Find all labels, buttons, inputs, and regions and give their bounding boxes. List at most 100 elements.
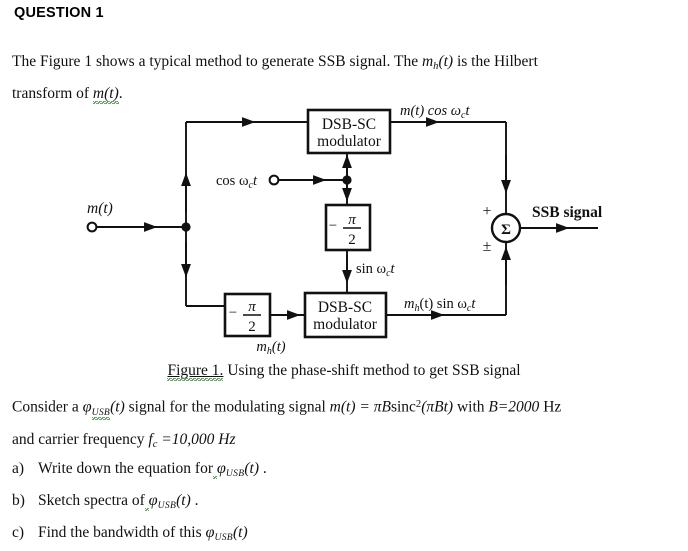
label-hilbert-output: mh(t)	[256, 339, 285, 357]
consider-equation-sinc: sinc	[390, 398, 416, 416]
label-hilbert-output-sub: h	[267, 346, 272, 357]
list-item-marker: b)	[12, 491, 25, 509]
intro-mh-argument: (t)	[438, 53, 454, 70]
dsb-sc-modulator-bottom-line1: DSB-SC	[318, 299, 372, 316]
label-bottom-product-rest: (t) sin ω	[419, 296, 466, 312]
list-item-phi: φ	[205, 522, 215, 541]
list-item-text: Write down the equation for	[38, 460, 213, 477]
intro-line1-part2: is the Hilbert	[453, 53, 538, 70]
ssb-block-diagram-svg: DSB-SC modulator DSB-SC modulator − π 2 …	[86, 103, 603, 357]
label-bottom-product: mh(t) sin ωct	[404, 296, 476, 314]
label-sin-carrier: sin ωct	[356, 261, 396, 279]
list-item-phi: φ	[216, 459, 226, 477]
junction-dot-carrier-split	[342, 175, 352, 185]
consider-equation-arg: (πBt)	[421, 398, 454, 416]
label-hilbert-output-arg: (t)	[272, 339, 286, 355]
consider-B-value: B=2000	[488, 398, 540, 416]
terminal-input-m	[86, 221, 98, 233]
dsb-sc-modulator-bottom-box	[303, 291, 388, 339]
list-item-phi-sub: USB	[225, 467, 245, 479]
label-bottom-product-m: m	[404, 296, 414, 312]
list-item-text: Sketch spectra of	[38, 491, 145, 509]
block-diagram-figure: DSB-SC modulator DSB-SC modulator − π 2 …	[0, 100, 688, 362]
label-carrier-t: t	[253, 173, 258, 189]
intro-line2-text: transform of	[12, 84, 93, 102]
list-item: c) Find the bandwidth of this φUSB(t)	[12, 519, 512, 551]
dsb-sc-modulator-top-line2: modulator	[317, 133, 382, 150]
consider-fc-value: =10,000	[157, 430, 219, 448]
consider-phi-sub: USB	[91, 406, 111, 420]
consider-equation-exponent: 2	[415, 399, 422, 410]
dsb-sc-modulator-top-box	[306, 108, 392, 155]
label-carrier-sub: c	[249, 180, 254, 191]
figure-caption-label: Figure 1.	[167, 362, 224, 381]
summing-junction-plusminus-sign: ±	[483, 238, 492, 255]
label-bottom-product-t: t	[471, 296, 476, 312]
figure-caption: Figure 1. Using the phase-shift method t…	[0, 362, 688, 381]
intro-mh-symbol: m	[421, 53, 434, 70]
list-item-phi-sub: USB	[157, 499, 177, 511]
phase-shifter-mid-minus: −	[329, 218, 337, 234]
intro-mt-symbol: m(t)	[92, 84, 119, 104]
consider-paragraph: Consider a φUSB(t) signal for the modula…	[12, 391, 680, 458]
list-item-phi: φ	[148, 490, 158, 509]
consider-line2: and carrier frequency fc =10,000 Hz	[12, 426, 680, 458]
label-ssb-output: SSB signal	[532, 204, 603, 221]
page-title: QUESTION 1	[14, 5, 104, 21]
consider-equation-lhs: m(t) =	[329, 398, 374, 416]
phase-shifter-left-denominator: 2	[248, 319, 256, 335]
list-item-marker: a)	[12, 460, 25, 477]
summing-junction-plus-sign: +	[482, 203, 491, 220]
consider-text-b: signal for the modulating signal	[124, 398, 330, 416]
list-item-phi-arg: (t)	[244, 460, 260, 477]
intro-line1-part1: The Figure 1 shows a typical method to g…	[12, 53, 422, 70]
consider-text-a: Consider a	[12, 398, 83, 416]
consider-fc-sub: c	[152, 438, 158, 450]
list-item-phi-arg: (t)	[176, 491, 191, 509]
list-item-suffix: .	[190, 491, 199, 509]
label-sin-carrier-main: sin ω	[356, 261, 386, 277]
label-bottom-product-sub2: c	[467, 303, 472, 314]
consider-phi: φ	[82, 397, 92, 416]
intro-paragraph: The Figure 1 shows a typical method to g…	[12, 48, 676, 107]
list-item-phi-sub: USB	[214, 531, 233, 543]
intro-line2: transform of m(t).	[12, 80, 676, 107]
terminal-carrier-input	[268, 174, 280, 186]
intro-line2-period: .	[118, 84, 123, 102]
label-top-product-main: m(t) cos ω	[400, 103, 461, 119]
dsb-sc-modulator-top-line1: DSB-SC	[322, 116, 376, 133]
consider-hz: Hz	[539, 398, 562, 416]
label-sin-carrier-t: t	[391, 261, 396, 277]
label-input-m: m(t)	[87, 200, 113, 217]
consider-equation-pib: πB	[373, 398, 391, 416]
list-item: b) Sketch spectra of φUSB(t) .	[12, 487, 512, 519]
list-item-phi-arg: (t)	[232, 523, 248, 541]
junction-dot-input-split	[181, 222, 191, 232]
list-item: a) Write down the equation for φUSB(t) .	[12, 455, 512, 487]
label-top-product: m(t) cos ωct	[400, 103, 470, 121]
dsb-sc-modulator-bottom-line2: modulator	[313, 316, 378, 333]
summing-junction-sigma: Σ	[501, 222, 511, 238]
question-page: QUESTION 1 The Figure 1 shows a typical …	[0, 5, 688, 543]
list-item-marker: c)	[12, 523, 25, 541]
consider-fc-symbol: f	[148, 430, 153, 448]
label-hilbert-output-m: m	[256, 339, 266, 355]
phase-shifter-left-minus: −	[229, 305, 237, 321]
intro-mh-subscript: h	[433, 60, 439, 72]
consider-phi-arg: (t)	[110, 398, 125, 416]
list-item-text: Find the bandwidth of this	[38, 523, 202, 541]
list-item-suffix: .	[259, 460, 267, 477]
label-carrier: cos ωct	[216, 173, 258, 191]
consider-line2-text: and carrier frequency	[12, 430, 149, 448]
consider-text-c: with	[453, 398, 489, 416]
label-top-product-t: t	[465, 103, 470, 119]
label-top-product-sub: c	[461, 110, 466, 121]
question-items-list: a)Write down the equation for φUSB(t) . …	[12, 455, 512, 551]
phase-shifter-mid-numerator: π	[348, 212, 356, 228]
consider-fc-unit: Hz	[218, 430, 236, 448]
label-sin-carrier-sub: c	[386, 268, 391, 279]
phase-shifter-left-numerator: π	[248, 299, 256, 315]
phase-shifter-mid-denominator: 2	[348, 232, 356, 248]
label-carrier-main: cos ω	[216, 173, 249, 189]
figure-caption-text: Using the phase-shift method to get SSB …	[223, 362, 521, 379]
